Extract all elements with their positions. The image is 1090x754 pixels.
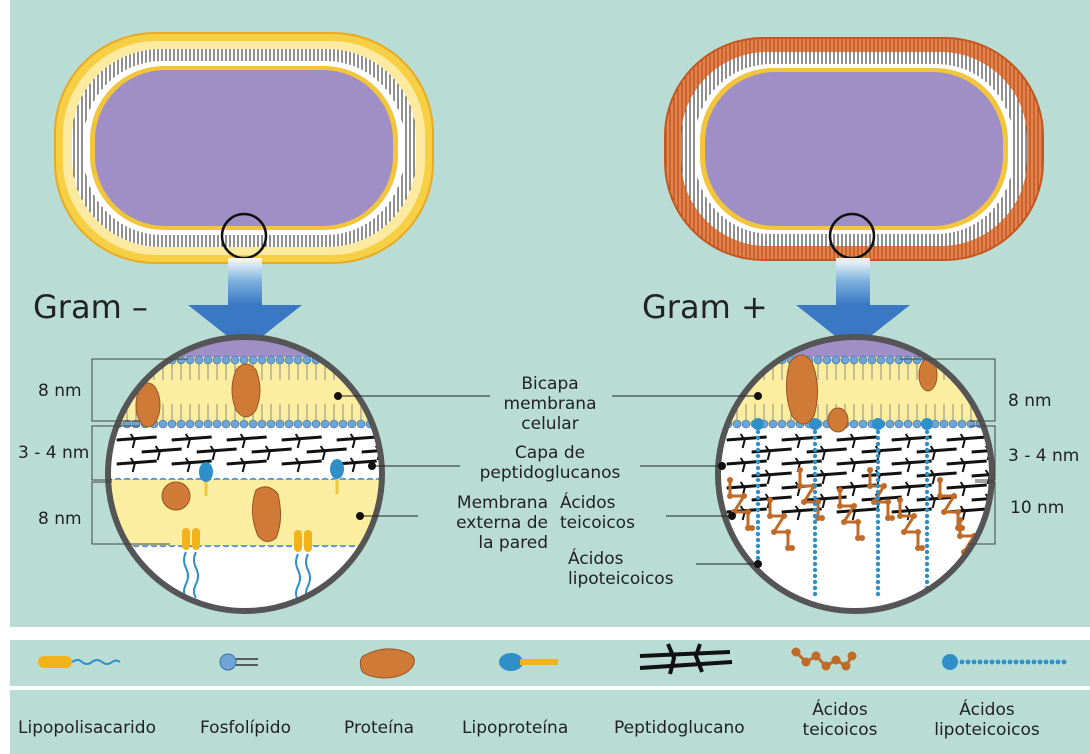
pos-measure-1: 8 nm <box>1008 391 1052 411</box>
pos-measure-3: 10 nm <box>1010 498 1064 518</box>
protein-icon <box>360 649 414 678</box>
gram-negative-cell <box>55 33 433 263</box>
gram-positive-title: Gram + <box>642 288 768 326</box>
gram-positive-cell <box>665 38 1043 260</box>
lipopolysaccharide-icon <box>38 656 120 668</box>
neg-measure-1: 8 nm <box>38 381 82 401</box>
lipoteichoic-acid-icon <box>942 654 1066 670</box>
legend-label-proteina: Proteína <box>344 718 414 738</box>
gram-negative-title: Gram – <box>33 288 148 326</box>
legend-label-lipopolisacarido: Lipopolisacarido <box>18 718 156 738</box>
pos-measure-2: 3 - 4 nm <box>1008 446 1079 466</box>
legend-label-fosfolipido: Fosfolípido <box>200 718 291 738</box>
phospholipid-icon <box>220 654 258 670</box>
neg-measure-2: 3 - 4 nm <box>18 443 89 463</box>
legend-label-lipoproteina: Lipoproteína <box>462 718 568 738</box>
legend-label-peptidoglucano: Peptidoglucano <box>614 718 745 738</box>
lipoprotein-icon <box>499 653 558 671</box>
teichoic-acid-icon <box>793 649 855 669</box>
peptidoglycan-icon <box>640 644 732 674</box>
neg-measure-3: 8 nm <box>38 509 82 529</box>
